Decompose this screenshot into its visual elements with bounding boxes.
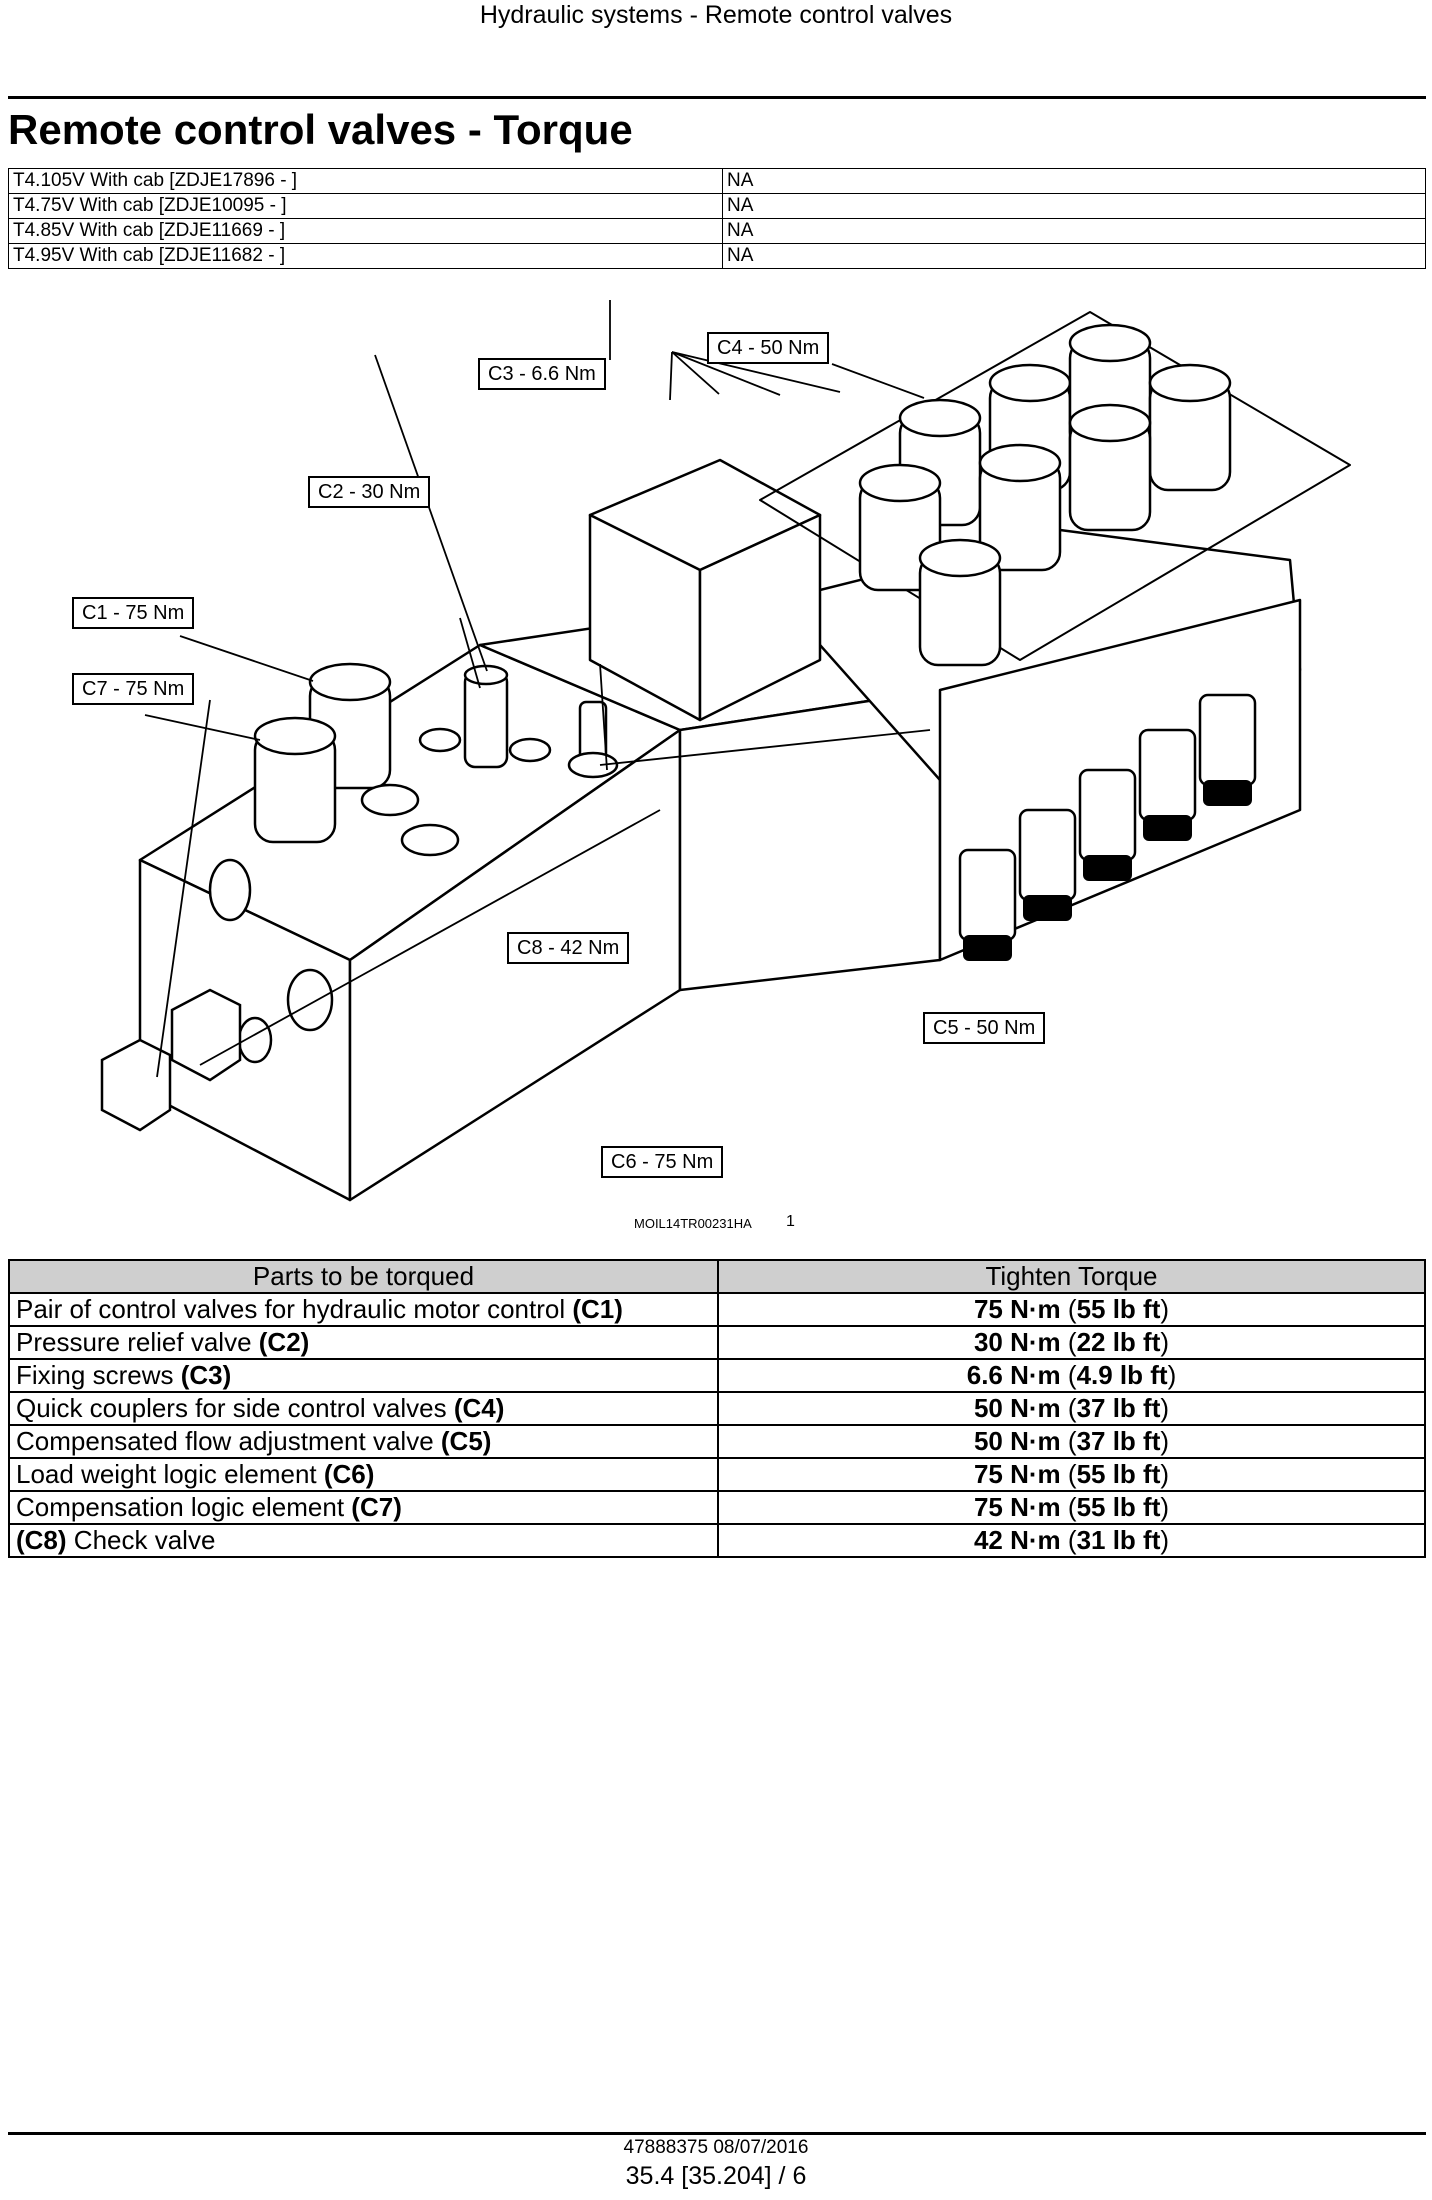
applicability-model: T4.75V With cab [ZDJE10095 - ]	[8, 193, 723, 219]
torque-cell: 50 N·m (37 lb ft)	[717, 1424, 1426, 1459]
part-name: Load weight logic element	[16, 1459, 324, 1489]
torque-nm: 75 N·m	[973, 1294, 1061, 1324]
footer-document-id: 47888375 08/07/2016	[623, 2137, 809, 2158]
part-name: Quick couplers for side control valves	[16, 1393, 454, 1423]
part-name: Pressure relief valve	[16, 1327, 259, 1357]
part-code: (C1)	[572, 1294, 623, 1324]
part-cell: Quick couplers for side control valves (…	[8, 1391, 719, 1426]
part-cell: Compensation logic element (C7)	[8, 1490, 719, 1525]
callout-c3: C3 - 6.6 Nm	[478, 358, 606, 390]
applicability-row: T4.105V With cab [ZDJE17896 - ]NA	[8, 168, 1426, 194]
torque-lbft: 55 lb ft	[1076, 1492, 1161, 1522]
part-cell: Fixing screws (C3)	[8, 1358, 719, 1393]
callout-c2: C2 - 30 Nm	[308, 476, 431, 508]
valve-diagram: C3 - 6.6 Nm C4 - 50 Nm C2 - 30 Nm C1 - 7…	[60, 300, 1370, 1230]
torque-lbft: 55 lb ft	[1076, 1459, 1161, 1489]
section-title: Remote control valves - Torque	[8, 106, 633, 153]
torque-nm: 30 N·m	[973, 1327, 1061, 1357]
part-code: (C6)	[323, 1459, 375, 1489]
torque-lbft: 4.9 lb ft	[1076, 1360, 1168, 1390]
torque-nm: 42 N·m	[973, 1525, 1061, 1555]
torque-cell: 75 N·m (55 lb ft)	[717, 1490, 1426, 1525]
torque-lbft: 31 lb ft	[1076, 1525, 1161, 1555]
callout-c5: C5 - 50 Nm	[923, 1012, 1046, 1044]
applicability-value: NA	[722, 243, 1426, 269]
part-cell: Pressure relief valve (C2)	[8, 1325, 719, 1360]
torque-nm: 75 N·m	[973, 1492, 1061, 1522]
torque-nm: 75 N·m	[973, 1459, 1061, 1489]
part-cell: Load weight logic element (C6)	[8, 1457, 719, 1492]
applicability-value: NA	[722, 193, 1426, 219]
applicability-row: T4.85V With cab [ZDJE11669 - ]NA	[8, 218, 1426, 244]
applicability-model: T4.95V With cab [ZDJE11682 - ]	[8, 243, 723, 269]
callout-c6: C6 - 75 Nm	[601, 1146, 724, 1178]
header-parts: Parts to be torqued	[8, 1259, 719, 1294]
part-code: (C2)	[258, 1327, 310, 1357]
torque-lbft: 55 lb ft	[1076, 1294, 1161, 1324]
applicability-row: T4.95V With cab [ZDJE11682 - ]NA	[8, 243, 1426, 269]
part-cell: Pair of control valves for hydraulic mot…	[8, 1292, 719, 1327]
torque-nm: 6.6 N·m	[966, 1360, 1061, 1390]
figure-code: MOIL14TR00231HA	[634, 1216, 752, 1231]
callout-c7: C7 - 75 Nm	[72, 673, 195, 705]
footer-rule	[8, 2132, 1426, 2135]
torque-cell: 50 N·m (37 lb ft)	[717, 1391, 1426, 1426]
part-code: (C7)	[351, 1492, 402, 1522]
figure-number: 1	[786, 1213, 795, 1230]
applicability-model: T4.105V With cab [ZDJE17896 - ]	[8, 168, 723, 194]
part-cell: Compensated flow adjustment valve (C5)	[8, 1424, 719, 1459]
part-code: (C3)	[180, 1360, 232, 1390]
footer-page-number: 35.4 [35.204] / 6	[625, 2162, 807, 2190]
torque-cell: 75 N·m (55 lb ft)	[717, 1292, 1426, 1327]
part-name: Compensated flow adjustment valve	[16, 1426, 441, 1456]
callout-c1: C1 - 75 Nm	[72, 597, 195, 629]
torque-lbft: 37 lb ft	[1076, 1426, 1161, 1456]
table-row: Compensated flow adjustment valve (C5)50…	[8, 1424, 1426, 1459]
part-name: Compensation logic element	[16, 1492, 352, 1522]
torque-table: Parts to be torqued Tighten Torque Pair …	[8, 1259, 1426, 1558]
torque-nm: 50 N·m	[973, 1393, 1061, 1423]
part-name: Check valve	[66, 1525, 216, 1555]
table-row: Load weight logic element (C6)75 N·m (55…	[8, 1457, 1426, 1492]
torque-cell: 42 N·m (31 lb ft)	[717, 1523, 1426, 1558]
torque-nm: 50 N·m	[973, 1426, 1061, 1456]
table-row: Pressure relief valve (C2)30 N·m (22 lb …	[8, 1325, 1426, 1360]
torque-lbft: 22 lb ft	[1076, 1327, 1161, 1357]
callout-c4: C4 - 50 Nm	[707, 332, 830, 364]
table-row: Fixing screws (C3)6.6 N·m (4.9 lb ft)	[8, 1358, 1426, 1393]
header-rule	[8, 96, 1426, 99]
part-name: Pair of control valves for hydraulic mot…	[16, 1294, 573, 1324]
torque-cell: 30 N·m (22 lb ft)	[717, 1325, 1426, 1360]
part-name: Fixing screws	[16, 1360, 181, 1390]
applicability-model: T4.85V With cab [ZDJE11669 - ]	[8, 218, 723, 244]
table-row: Quick couplers for side control valves (…	[8, 1391, 1426, 1426]
part-code: (C8)	[16, 1525, 67, 1555]
callout-c8: C8 - 42 Nm	[507, 932, 630, 964]
part-cell: (C8) Check valve	[8, 1523, 719, 1558]
page-header-title: Hydraulic systems - Remote control valve…	[479, 1, 953, 29]
header-torque: Tighten Torque	[717, 1259, 1426, 1294]
table-row: Compensation logic element (C7)75 N·m (5…	[8, 1490, 1426, 1525]
valve-drawing	[100, 300, 1351, 1202]
applicability-row: T4.75V With cab [ZDJE10095 - ]NA	[8, 193, 1426, 219]
torque-cell: 75 N·m (55 lb ft)	[717, 1457, 1426, 1492]
table-row: Pair of control valves for hydraulic mot…	[8, 1292, 1426, 1327]
applicability-value: NA	[722, 218, 1426, 244]
part-code: (C4)	[453, 1393, 505, 1423]
part-code: (C5)	[440, 1426, 492, 1456]
torque-lbft: 37 lb ft	[1076, 1393, 1161, 1423]
torque-cell: 6.6 N·m (4.9 lb ft)	[717, 1358, 1426, 1393]
applicability-value: NA	[722, 168, 1426, 194]
